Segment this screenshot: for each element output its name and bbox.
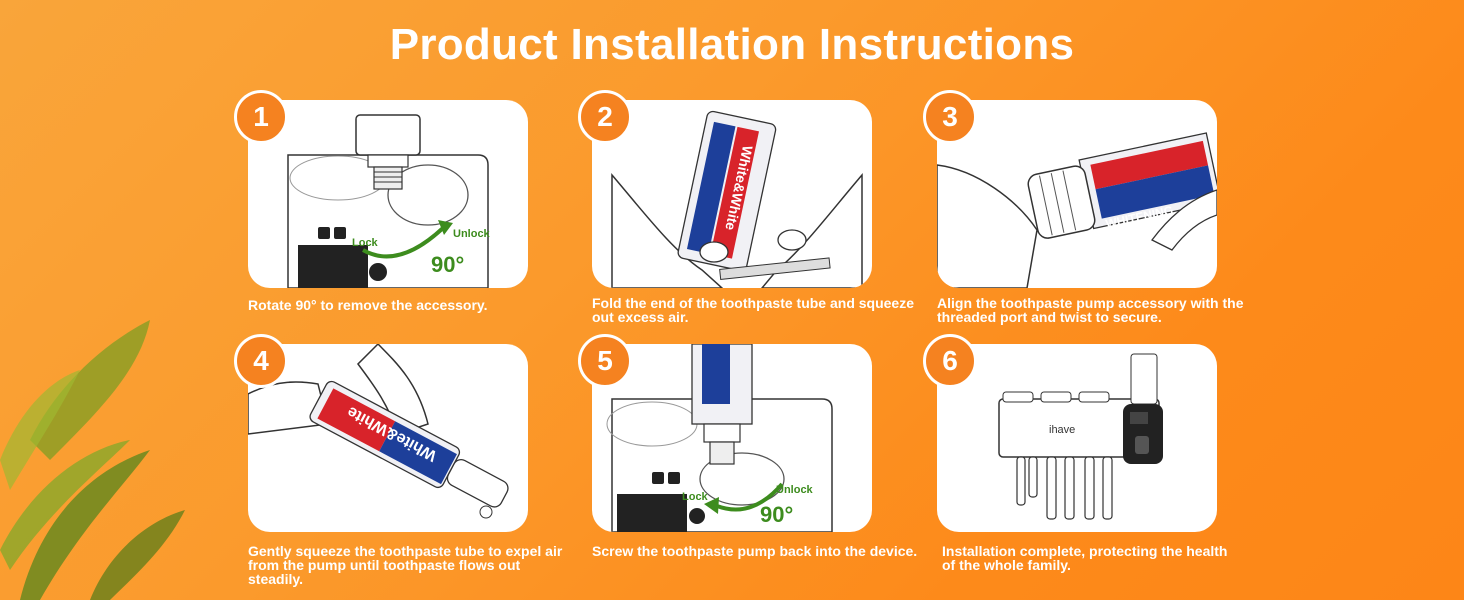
step-caption: Rotate 90° to remove the accessory.: [248, 297, 488, 313]
squeeze-tube-illustration: [248, 344, 509, 519]
step-caption: Fold the end of the toothpaste tube and …: [592, 295, 915, 325]
plant-leaves-decoration: [0, 320, 185, 600]
step-1-card: Lock Unlock 90°: [248, 100, 528, 288]
lock-label: Lock: [682, 491, 708, 503]
step-6-card: ihave: [937, 344, 1217, 532]
step-caption: Installation complete, protecting the he…: [942, 543, 1228, 573]
step-4-card: White&White: [248, 344, 528, 532]
step-number-badge: 3: [923, 90, 977, 144]
installed-dispenser-illustration: [998, 353, 1163, 520]
step-2-card: White&White: [592, 100, 872, 288]
step-number-badge: 1: [234, 90, 288, 144]
step-caption: Gently squeeze the toothpaste tube to ex…: [248, 543, 563, 587]
step-number-badge: 5: [578, 334, 632, 388]
step-number-badge: 2: [578, 90, 632, 144]
brand-logo-text: ihave: [1049, 424, 1076, 436]
attach-pump-illustration: [937, 132, 1217, 288]
lock-label: Lock: [352, 237, 378, 249]
step-number-badge: 6: [923, 334, 977, 388]
step-3-card: WHITENING: [937, 100, 1217, 288]
step-caption: Screw the toothpaste pump back into the …: [592, 543, 918, 559]
fold-tube-illustration: [611, 110, 863, 288]
step-5-card: Lock Unlock 90°: [592, 344, 872, 532]
page-title: Product Installation Instructions: [389, 20, 1075, 69]
unlock-label: Unlock: [776, 484, 813, 496]
step-caption: Align the toothpaste pump accessory with…: [937, 295, 1244, 325]
step-number-badge: 4: [234, 334, 288, 388]
unlock-label: Unlock: [453, 228, 490, 240]
angle-label: 90°: [431, 252, 465, 277]
dispenser-lock-illustration: [606, 344, 833, 532]
angle-label: 90°: [760, 502, 794, 527]
dispenser-unlock-illustration: [287, 114, 489, 288]
